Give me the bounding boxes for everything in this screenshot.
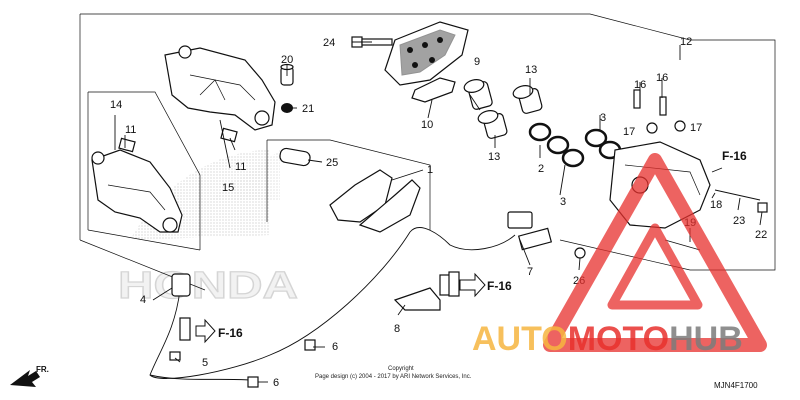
reference-labels: F-16 F-16 F-16 [218, 149, 747, 340]
sensor-cable [149, 211, 553, 381]
cable-bracket [393, 274, 453, 311]
callout-16a: 16 [634, 79, 646, 91]
ref-arrow-1 [459, 272, 486, 298]
callout-10: 10 [421, 119, 433, 131]
callout-6b: 6 [273, 377, 279, 389]
diagram-code: MJN4F1700 [714, 381, 758, 390]
callout-17b: 17 [690, 122, 702, 134]
watermark-text: AUTOMOTOHUB [472, 320, 743, 358]
callout-3a: 3 [600, 112, 606, 124]
front-direction-arrow: FR. [10, 365, 49, 387]
callout-5: 5 [202, 357, 208, 369]
ref-f16-lower: F-16 [218, 326, 243, 340]
callout-12: 12 [680, 36, 692, 48]
bushing-25 [279, 147, 311, 167]
caliper-bracket-lower [91, 149, 183, 233]
callout-3b: 3 [560, 196, 566, 208]
honda-brand-text: HONDA [118, 265, 298, 307]
copyright-block: Copyright Page design (c) 2004 - 2017 by… [315, 366, 472, 380]
callout-13a: 13 [525, 64, 537, 76]
bolts-f16 [179, 247, 586, 341]
watermark-moto: MOTO [568, 320, 669, 358]
brake-pads [329, 169, 421, 233]
callout-13b: 13 [488, 151, 500, 163]
warning-triangle-logo [543, 153, 767, 352]
ref-arrow-2 [195, 318, 216, 344]
callout-8: 8 [394, 323, 400, 335]
callout-21: 21 [302, 103, 314, 115]
bleeder-screws [633, 89, 686, 134]
pad-spring [411, 77, 456, 103]
copyright-line1: Copyright [388, 366, 414, 372]
callout-11b: 11 [235, 161, 246, 173]
callout-20: 20 [281, 54, 293, 66]
callout-11a: 11 [125, 124, 136, 136]
watermark-hub: HUB [669, 320, 743, 358]
pistons [463, 79, 543, 139]
callout-25: 25 [326, 157, 338, 169]
piston-seals [528, 122, 622, 168]
ref-f16-middle: F-16 [487, 279, 512, 293]
callout-9: 9 [474, 56, 480, 68]
caliper-bracket-upper [164, 45, 276, 131]
assembly-frame [79, 13, 776, 291]
front-label: FR. [36, 365, 49, 374]
callout-18: 18 [710, 199, 722, 211]
pad-clips [118, 127, 238, 153]
callout-1: 1 [427, 164, 433, 176]
callout-16b: 16 [656, 72, 668, 84]
ref-arrow-3 [711, 167, 723, 173]
automotohub-watermark: AUTOMOTOHUB [472, 153, 767, 358]
callout-15: 15 [222, 182, 234, 194]
callout-17a: 17 [623, 126, 635, 138]
caliper-body-top [384, 21, 469, 86]
callout-23: 23 [733, 215, 745, 227]
copyright-line2: Page design (c) 2004 - 2017 by ARI Netwo… [315, 374, 472, 380]
cable-clamps [169, 339, 316, 388]
callout-6a: 6 [332, 341, 338, 353]
leader-lines [114, 41, 763, 383]
callout-22: 22 [755, 229, 767, 241]
callout-4: 4 [140, 294, 146, 306]
callout-24: 24 [323, 37, 335, 49]
watermark-auto: AUTO [472, 320, 568, 358]
callout-14: 14 [110, 99, 122, 111]
pins-18-23 [714, 189, 768, 213]
callout-7: 7 [527, 266, 533, 278]
bolt-19 [664, 239, 701, 251]
ref-f16-upper: F-16 [722, 149, 747, 163]
callout-2: 2 [538, 163, 544, 175]
